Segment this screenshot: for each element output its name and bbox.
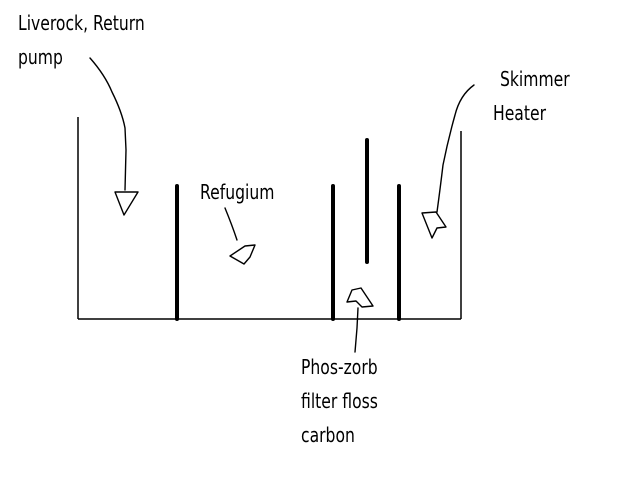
sump-tank — [77, 117, 462, 320]
label-phos-line-3: carbon — [301, 423, 355, 447]
arrow-skimmer-shaft — [436, 84, 475, 213]
label-liverock-line-2: pump — [18, 45, 63, 69]
arrow-phos — [346, 287, 374, 353]
arrow-liverock-head — [114, 191, 139, 216]
arrow-refugium — [224, 207, 256, 265]
label-phos-zorb-filter-floss-carbon: Phos-zorb filter floss carbon — [301, 350, 378, 452]
label-liverock-line-1: Liverock, Return — [18, 11, 145, 35]
arrow-phos-shaft — [354, 307, 359, 353]
label-refugium: Refugium — [200, 175, 274, 209]
arrows — [89, 57, 475, 353]
label-liverock-return-pump: Liverock, Return pump — [18, 6, 145, 74]
label-phos-line-2: filter floss — [301, 389, 378, 413]
label-skimmer-line-1: Skimmer — [500, 67, 570, 91]
arrow-skimmer-head — [421, 211, 447, 239]
arrow-refugium-head — [229, 244, 256, 265]
label-refugium-line-1: Refugium — [200, 180, 275, 204]
arrow-skimmer — [421, 84, 475, 239]
label-skimmer-line-2: Heater — [492, 101, 546, 125]
arrow-liverock-shaft — [89, 57, 127, 191]
arrow-phos-head — [346, 287, 374, 308]
label-skimmer-heater: Skimmer Heater — [493, 62, 570, 130]
arrow-refugium-shaft — [224, 207, 238, 241]
label-phos-line-1: Phos-zorb — [301, 355, 378, 379]
baffles — [175, 138, 401, 321]
arrow-liverock — [89, 57, 139, 216]
